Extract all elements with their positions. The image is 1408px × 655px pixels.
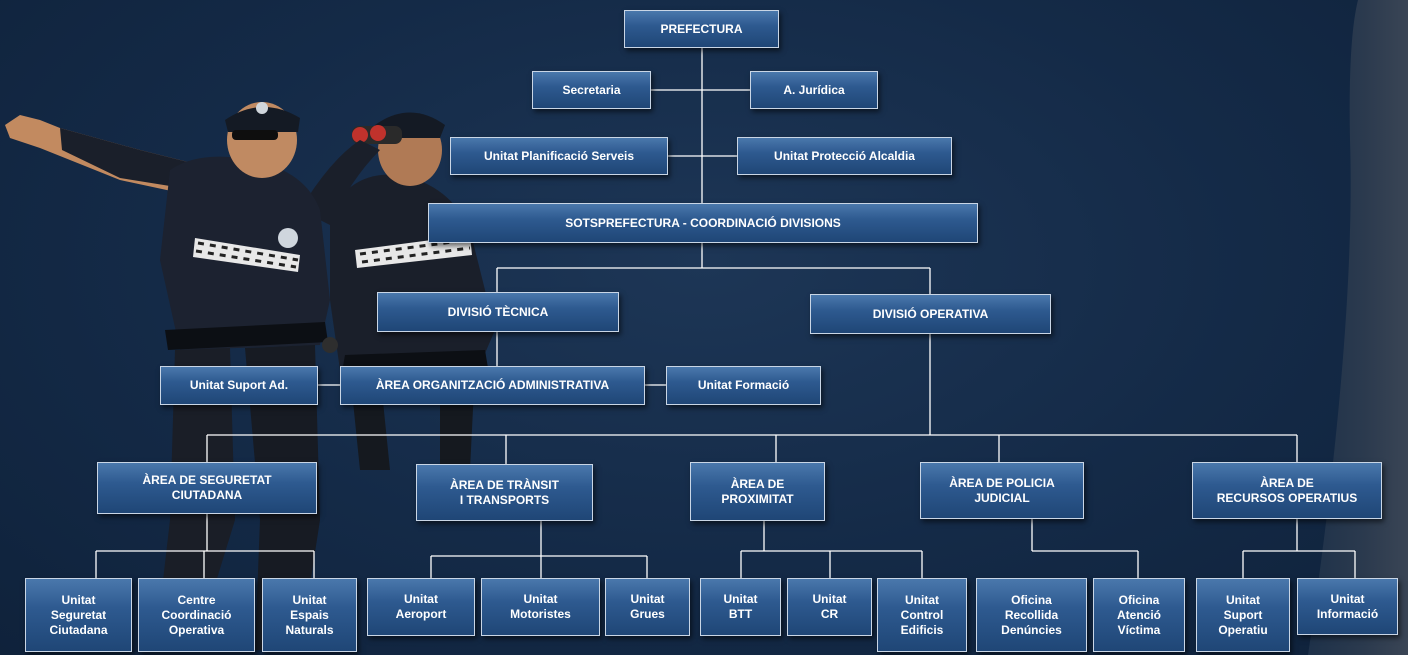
box-suport-ad: Unitat Suport Ad.	[160, 366, 318, 405]
box-secretaria: Secretaria	[532, 71, 651, 109]
box-prefectura: PREFECTURA	[624, 10, 779, 48]
box-unitat-espais: Unitat Espais Naturals	[262, 578, 357, 652]
box-formacio: Unitat Formació	[666, 366, 821, 405]
box-juridica: A. Jurídica	[750, 71, 878, 109]
box-unitat-control: Unitat Control Edificis	[877, 578, 967, 652]
box-unitat-cr: Unitat CR	[787, 578, 872, 636]
box-unitat-suport-operatiu: Unitat Suport Operatiu	[1196, 578, 1290, 652]
box-area-transit: ÀREA DE TRÀNSIT I TRANSPORTS	[416, 464, 593, 521]
box-unitat-motoristes: Unitat Motoristes	[481, 578, 600, 636]
box-area-seguretat: ÀREA DE SEGURETAT CIUTADANA	[97, 462, 317, 514]
box-unitat-informacio: Unitat Informació	[1297, 578, 1398, 635]
box-sotsprefectura: SOTSPREFECTURA - COORDINACIÓ DIVISIONS	[428, 203, 978, 243]
box-divisio-tecnica: DIVISIÓ TÈCNICA	[377, 292, 619, 332]
box-centre-coordinacio: Centre Coordinació Operativa	[138, 578, 255, 652]
box-area-proximitat: ÀREA DE PROXIMITAT	[690, 462, 825, 521]
box-divisio-operativa: DIVISIÓ OPERATIVA	[810, 294, 1051, 334]
box-proteccio-alcaldia: Unitat Protecció Alcaldia	[737, 137, 952, 175]
box-area-recursos: ÀREA DE RECURSOS OPERATIUS	[1192, 462, 1382, 519]
box-area-organitzacio: ÀREA ORGANITZACIÓ ADMINISTRATIVA	[340, 366, 645, 405]
box-planificacio-serveis: Unitat Planificació Serveis	[450, 137, 668, 175]
box-unitat-aeroport: Unitat Aeroport	[367, 578, 475, 636]
box-unitat-btt: Unitat BTT	[700, 578, 781, 636]
box-unitat-seguretat: Unitat Seguretat Ciutadana	[25, 578, 132, 652]
box-oficina-atencio: Oficina Atenció Víctima	[1093, 578, 1185, 652]
box-unitat-grues: Unitat Grues	[605, 578, 690, 636]
box-area-policia-judicial: ÀREA DE POLICIA JUDICIAL	[920, 462, 1084, 519]
box-oficina-recollida: Oficina Recollida Denúncies	[976, 578, 1087, 652]
